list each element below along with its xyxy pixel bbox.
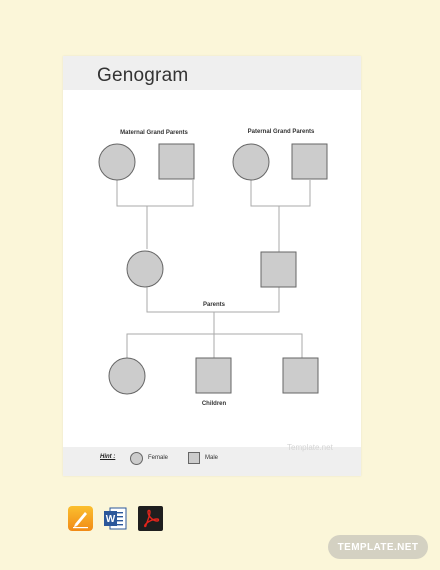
paternal-grandfather-square (291, 143, 328, 180)
female-legend-icon (130, 452, 143, 465)
female-legend-label: Female (148, 455, 169, 461)
brand-badge[interactable]: TEMPLATE.NET (328, 535, 428, 559)
pages-icon[interactable] (68, 506, 93, 531)
mother-circle (126, 250, 164, 288)
maternal-connector (116, 180, 194, 207)
paternal-label: Paternal Grand Parents (248, 129, 315, 135)
document-preview: Genogram Mater (63, 56, 361, 476)
legend-footer: Hint : Female Male Template.net (63, 443, 361, 476)
parents-label: Parents (203, 302, 226, 308)
child-female-circle (108, 357, 146, 395)
male-legend-icon (188, 452, 200, 464)
father-square (260, 251, 297, 288)
page-title: Genogram (97, 65, 189, 86)
children-label: Children (202, 401, 227, 407)
document-header: Genogram (63, 56, 361, 90)
paternal-connector (250, 180, 311, 207)
watermark: Template.net (287, 443, 333, 452)
paternal-grandmother-circle (232, 143, 270, 181)
genogram-diagram: Maternal Grand Parents Paternal Grand Pa… (98, 129, 328, 407)
pdf-icon[interactable] (138, 506, 163, 531)
brand-label: TEMPLATE.NET (337, 541, 419, 553)
word-icon[interactable]: W (103, 506, 128, 531)
child-male-square-1 (195, 357, 232, 394)
parents-connector (146, 286, 280, 313)
maternal-label: Maternal Grand Parents (120, 130, 188, 136)
hint-label: Hint : (100, 454, 116, 460)
svg-text:W: W (106, 514, 116, 525)
maternal-grandmother-circle (98, 143, 136, 181)
connector-lines (116, 180, 311, 358)
child-male-square-2 (282, 357, 319, 394)
maternal-grandfather-square (158, 143, 195, 180)
male-legend-label: Male (205, 455, 219, 461)
